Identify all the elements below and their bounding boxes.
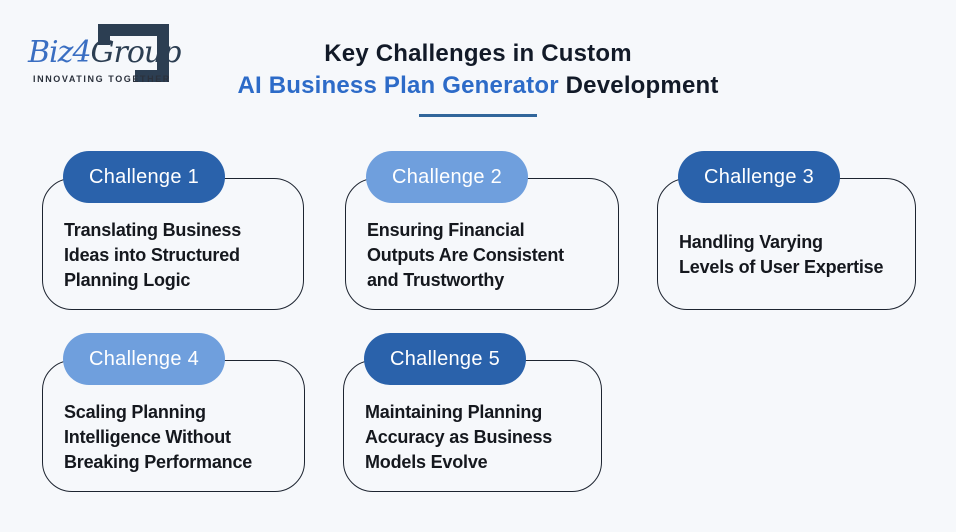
title-rest: Development xyxy=(565,72,719,99)
challenge-badge-label: Challenge 2 xyxy=(392,165,503,188)
challenge-text: Handling Varying Levels of User Expertis… xyxy=(679,232,884,277)
brand-wordmark-blue: Biz4 xyxy=(28,35,92,70)
challenge-card-5: Challenge 5 Maintaining Planning Accurac… xyxy=(343,333,602,492)
challenge-badge-5: Challenge 5 xyxy=(364,333,527,385)
challenge-badge-label: Challenge 4 xyxy=(89,347,200,370)
challenge-badge-4: Challenge 4 xyxy=(63,333,226,385)
challenge-card-2: Challenge 2 Ensuring Financial Outputs A… xyxy=(345,151,619,310)
challenge-text-wrap: Ensuring Financial Outputs Are Consisten… xyxy=(367,203,610,307)
brand-wordmark: Biz4Group xyxy=(28,35,182,70)
challenge-text-wrap: Scaling Planning Intelligence Without Br… xyxy=(64,385,296,489)
challenge-badge-label: Challenge 1 xyxy=(89,165,200,188)
title-highlight: AI Business Plan Generator xyxy=(237,72,559,99)
challenge-badge-2: Challenge 2 xyxy=(366,151,529,203)
logo-bracket-icon xyxy=(98,24,169,82)
challenge-card-4: Challenge 4 Scaling Planning Intelligenc… xyxy=(42,333,305,492)
brand-tagline: INNOVATING TOGETHER xyxy=(33,74,171,84)
brand-logo: Biz4Group INNOVATING TOGETHER xyxy=(22,16,182,92)
challenge-text: Maintaining Planning Accuracy as Busines… xyxy=(365,401,553,472)
challenge-text: Ensuring Financial Outputs Are Consisten… xyxy=(367,219,564,290)
page-title: Key Challenges in Custom AI Business Pla… xyxy=(0,38,956,117)
title-line-1: Key Challenges in Custom xyxy=(324,40,632,67)
challenge-card-3: Challenge 3 Handling Varying Levels of U… xyxy=(657,151,916,310)
challenge-text: Translating Business Ideas into Structur… xyxy=(64,219,242,290)
title-line-2: AI Business Plan Generator Development xyxy=(0,70,956,102)
challenge-badge-1: Challenge 1 xyxy=(63,151,226,203)
brand-wordmark-dark: Group xyxy=(90,35,182,70)
challenge-text-wrap: Maintaining Planning Accuracy as Busines… xyxy=(365,385,593,489)
challenge-card-1: Challenge 1 Translating Business Ideas i… xyxy=(42,151,304,310)
challenge-badge-label: Challenge 5 xyxy=(390,347,501,370)
challenge-badge-label: Challenge 3 xyxy=(704,165,815,188)
challenge-badge-3: Challenge 3 xyxy=(678,151,841,203)
challenge-text-wrap: Handling Varying Levels of User Expertis… xyxy=(679,203,907,307)
title-divider xyxy=(419,114,537,117)
challenge-text: Scaling Planning Intelligence Without Br… xyxy=(64,401,253,472)
challenge-text-wrap: Translating Business Ideas into Structur… xyxy=(64,203,295,307)
